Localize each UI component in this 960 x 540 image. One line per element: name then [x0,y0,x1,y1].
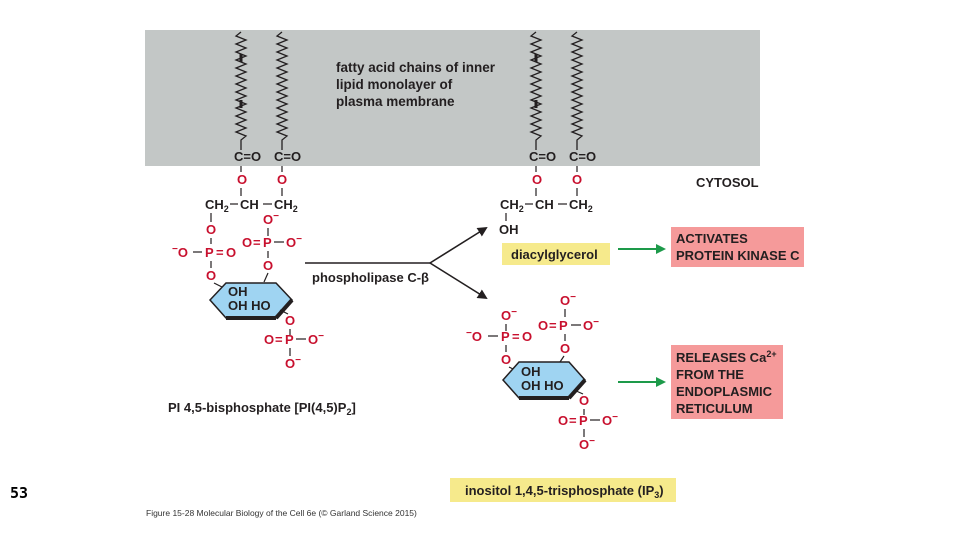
pip2-phosphate1-left-o: −O [172,244,188,260]
dag-glycerol-ch: CH [535,197,554,212]
dag-glycerol-ch2-right: CH2 [569,197,593,214]
slide-number: 53 [10,484,29,502]
ca-line2: FROM THE [676,367,744,382]
ip3-phosphate-bottom-eq: = [569,413,577,428]
pip2-phosphate3-p: P [285,332,294,347]
ip3-phosphate-top-p: P [559,318,568,333]
pip2-ester-oxygen-right: O [277,172,287,187]
dag-ester-oxygen-right: O [572,172,582,187]
pkc-line2: PROTEIN KINASE C [676,248,800,263]
pkc-line1: ACTIVATES [676,231,748,246]
pip2-phosphate2-ring-o: O [263,258,273,273]
dag-oh: OH [499,222,519,237]
ip3-ring-oh-line2: OH HO [521,378,564,393]
pip2-phosphate2-left-o: O [242,235,252,250]
pip2-phosphate2-top-o: O− [263,211,279,227]
chain-double-bonds [239,54,538,108]
pip2-phosphate3-eq: = [275,332,283,347]
dag-molecule: C=O C=O O O CH2 CH CH2 OH [499,149,596,237]
membrane-band [145,30,760,166]
ip3-phosphate-bottom-left-o: O [558,413,568,428]
membrane-label-line3: plasma membrane [336,94,455,109]
dag-glycerol-ch2-left: CH2 [500,197,524,214]
pip2-phosphate3-ring-o: O [285,313,295,328]
pip2-phosphate2-p: P [263,235,272,250]
dag-label: diacylglycerol [511,247,598,262]
ca-line1: RELEASES Ca2+ [676,349,777,365]
ip3-phosphate-top-left-o: O [538,318,548,333]
ip3-phosphate-top-eq: = [549,318,557,333]
ip3-phosphate-top-right-o: O− [583,317,599,333]
pip2-glycerol-ch2-right: CH2 [274,197,298,214]
ip3-phosphate-left-ring-o: O [501,352,511,367]
fatty-acid-chains [234,31,584,150]
ip3-phosphate-left-eq: = [512,329,520,344]
pip2-phosphate2-eq: = [253,235,261,250]
pip2-phosphate1-ring-o: O [206,268,216,283]
ip3-phosphate-top-ring-o: O [560,341,570,356]
ip3-phosphate-left-left-o: −O [466,328,482,344]
ip3-phosphate-bottom-p: P [579,413,588,428]
ip3-label-box [450,478,676,502]
pip2-name: PI 4,5-bisphosphate [PI(4,5)P2] [168,400,356,417]
ca-line4: RETICULUM [676,401,753,416]
ip3-ring-oh-line1: OH [521,364,541,379]
ip3-phosphate-bottom-ring-o: O [579,393,589,408]
ip3-phosphate-left-p: P [501,329,510,344]
pip2-glycerol-ch2-left: CH2 [205,197,229,214]
enzyme-arrow-fork [429,226,488,264]
dag-ester-left: C=O [529,149,556,164]
ip3-phosphate-left-right-o: O [522,329,532,344]
figure-caption: Figure 15-28 Molecular Biology of the Ce… [146,508,417,518]
ip3-phosphate-bottom-bottom-o: O− [579,436,595,452]
pip2-phosphate1-p: P [205,245,214,260]
membrane-label-line1: fatty acid chains of inner [336,60,496,75]
pip2-molecule: C=O C=O O O CH2 CH CH2 O −O P = O O O− O… [172,149,324,371]
membrane-label-line2: lipid monolayer of [336,77,453,92]
dag-label-box [502,243,610,265]
pip2-ring-oh-line1: OH [228,284,248,299]
pip2-glycerol-ch: CH [240,197,259,212]
enzyme-label: phospholipase C-β [312,270,429,285]
ca-outcome-box [671,345,783,419]
ca-line3: ENDOPLASMIC [676,384,773,399]
pip2-phosphate3-left-o: O [264,332,274,347]
pip2-ester-left: C=O [234,149,261,164]
cytosol-label: CYTOSOL [696,175,759,190]
pip2-phosphate1-right-o: O [226,245,236,260]
pkc-outcome-box [671,227,804,267]
pip2-phosphate3-right-o: O− [308,331,324,347]
pip2-ester-right: C=O [274,149,301,164]
pip2-ring-oh-line2: OH HO [228,298,271,313]
ip3-phosphate-left-top-o: O− [501,307,517,323]
pip2-bridge-oxygen: O [206,222,216,237]
enzyme-arrow-fork-lower [429,262,488,300]
pip2-ester-oxygen-left: O [237,172,247,187]
ip3-molecule: O− O = P O− O O− −O P = O O OH OH HO O O… [466,292,618,452]
ip3-phosphate-bottom-right-o: O− [602,412,618,428]
pip2-phosphate3-bottom-o: O− [285,355,301,371]
pip2-phosphate1-eq: = [216,245,224,260]
dag-ester-right: C=O [569,149,596,164]
pip2-phosphate2-right-o: O− [286,234,302,250]
ip3-phosphate-top-o: O− [560,292,576,308]
ip3-label: inositol 1,4,5-trisphosphate (IP3) [465,483,664,500]
dag-ester-oxygen-left: O [532,172,542,187]
